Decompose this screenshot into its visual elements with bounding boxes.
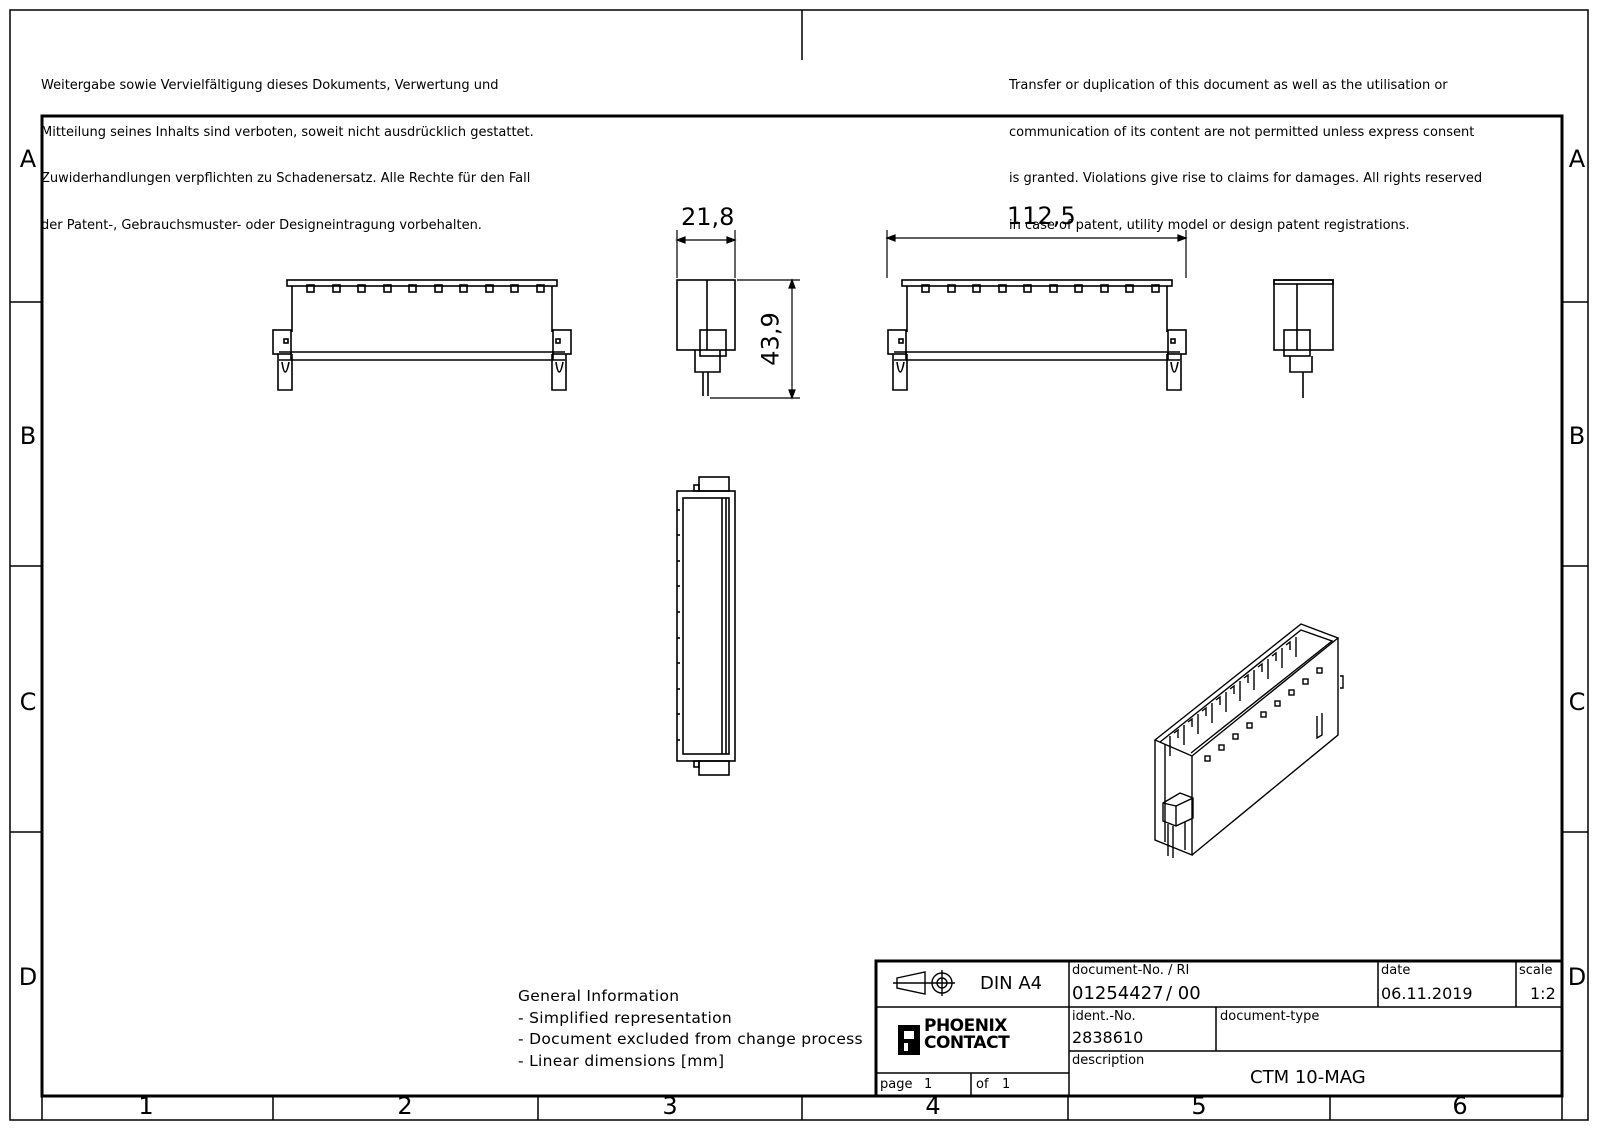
dim-43-9: [710, 278, 800, 400]
zone-row-label: C: [19, 688, 37, 716]
zone-row-label: D: [18, 963, 38, 991]
zone-row-label: C: [1568, 688, 1586, 716]
zone-column-label: 4: [925, 1092, 941, 1120]
notice-line: is granted. Violations give rise to clai…: [1009, 171, 1483, 186]
sheet-format: DIN A4: [980, 973, 1043, 994]
general-information-item: - Document excluded from change process: [518, 1030, 863, 1048]
notice-line: Zuwiderhandlungen verpflichten zu Schade…: [41, 171, 531, 186]
description: CTM 10-MAG: [1250, 1067, 1366, 1088]
zone-column-label: 6: [1452, 1092, 1468, 1120]
isometric-view: [1153, 623, 1344, 858]
of-label: of: [976, 1077, 989, 1092]
top-view: [676, 476, 736, 776]
front-view-right: [887, 279, 1187, 391]
zone-column-label: 5: [1191, 1092, 1207, 1120]
logo-line: CONTACT: [924, 1033, 1010, 1053]
page-label: page: [880, 1077, 913, 1092]
general-information: General Information - Simplified represe…: [518, 986, 863, 1072]
document-revision: / 00: [1166, 983, 1201, 1004]
projection-symbol-icon: [893, 970, 955, 996]
zone-row-label: D: [1567, 963, 1587, 991]
notice-line: Mitteilung seines Inhalts sind verboten,…: [41, 124, 534, 140]
scale-value: 1:2: [1530, 984, 1556, 1003]
notice-line: communication of its content are not per…: [1009, 124, 1475, 140]
dimension-length-label: 112,5: [1007, 202, 1076, 230]
logo-line: PHOENIX: [924, 1016, 1007, 1036]
zone-row-label: B: [19, 422, 37, 450]
general-information-item: - Linear dimensions [mm]: [518, 1051, 725, 1070]
zone-column-label: 1: [138, 1092, 154, 1120]
sheet-border: [9, 9, 1589, 1121]
ident-no: 2838610: [1072, 1028, 1144, 1047]
date-value: 06.11.2019: [1381, 984, 1473, 1003]
notice-line: in case of patent, utility model or desi…: [1009, 217, 1410, 233]
notice-line: Weitergabe sowie Vervielfältigung dieses…: [41, 78, 499, 93]
document-no-label: document-No. / RI: [1072, 963, 1190, 978]
title-block-frame: [874, 959, 1564, 1098]
side-view: [676, 279, 736, 396]
zone-row-label: B: [1568, 422, 1586, 450]
zone-row-label: A: [19, 145, 37, 173]
page-total: 1: [1002, 1077, 1011, 1092]
copyright-notice-german: Weitergabe sowie Vervielfältigung dieses…: [41, 47, 534, 249]
zone-column-label: 3: [662, 1092, 678, 1120]
copyright-notice-english: Transfer or duplication of this document…: [1009, 47, 1482, 249]
front-view-left: [272, 279, 572, 391]
document-no: 01254427: [1072, 983, 1164, 1004]
general-information-item: - Simplified representation: [518, 1008, 733, 1027]
zone-row-label: A: [1568, 145, 1586, 173]
dimension-width-label: 21,8: [681, 203, 735, 231]
dim-112-5: [885, 230, 1188, 278]
dimension-height-label: 43,9: [756, 312, 785, 366]
drawing-frame: [40, 114, 1564, 1098]
page-number: 1: [924, 1077, 933, 1092]
zone-column-label: 2: [397, 1092, 413, 1120]
notice-line: der Patent-, Gebrauchsmuster- oder Desig…: [41, 217, 482, 233]
date-label: date: [1381, 963, 1411, 978]
description-label: description: [1072, 1053, 1145, 1068]
side-view-right: [1273, 279, 1334, 398]
company-logo: PHOENIX CONTACT: [924, 1016, 1010, 1053]
document-type-label: document-type: [1220, 1009, 1320, 1024]
scale-label: scale: [1519, 963, 1553, 978]
general-information-title: General Information: [518, 987, 680, 1005]
ident-no-label: ident.-No.: [1072, 1009, 1136, 1024]
phoenix-contact-logo-icon: [898, 1025, 920, 1055]
dim-21-8: [675, 230, 737, 278]
notice-line: Transfer or duplication of this document…: [1009, 78, 1448, 93]
row-dividers: [10, 301, 1588, 833]
